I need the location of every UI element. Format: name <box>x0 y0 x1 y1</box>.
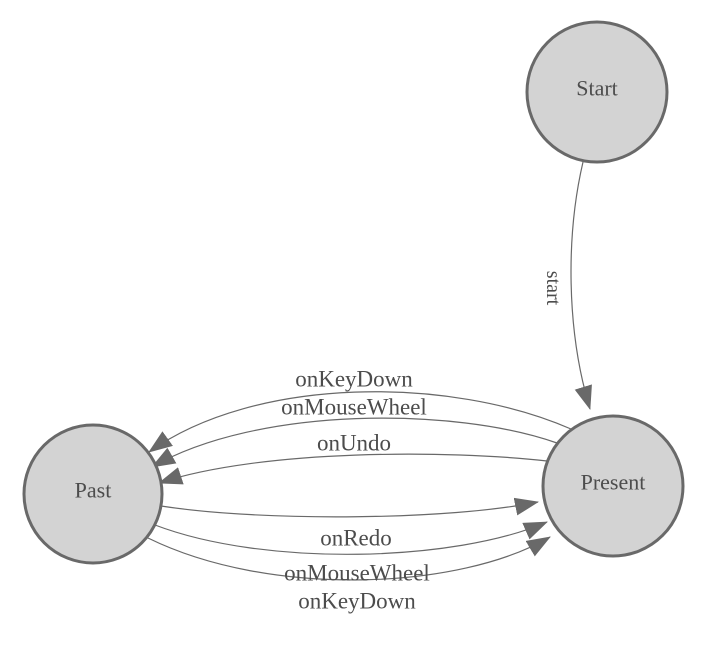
node-past-label: Past <box>75 478 112 503</box>
edge-present-to-past-onmousewheel[interactable] <box>151 417 558 468</box>
node-present[interactable]: Present <box>541 414 685 558</box>
edge-label-onundo: onUndo <box>317 431 391 456</box>
edges-layer <box>147 161 592 581</box>
edge-label-start: start <box>542 271 564 306</box>
edge-start-to-present[interactable] <box>570 161 592 410</box>
edge-label-onkeydown-top: onKeyDown <box>295 367 413 392</box>
edge-present-to-past-onundo[interactable] <box>158 453 548 485</box>
edge-label-onmousewheel-bottom: onMouseWheel <box>284 561 430 586</box>
node-start[interactable]: Start <box>525 20 669 164</box>
edge-label-onkeydown-bottom: onKeyDown <box>298 589 416 614</box>
edge-past-to-present-onkeydown[interactable] <box>147 536 551 581</box>
node-present-circle[interactable] <box>541 414 685 558</box>
edge-label-onredo: onRedo <box>320 526 392 551</box>
edge-labels-layer: start onKeyDown onMouseWheel onUndo onRe… <box>281 271 564 614</box>
node-start-circle[interactable] <box>525 20 669 164</box>
edge-past-to-present-onmousewheel[interactable] <box>154 521 548 555</box>
node-present-label: Present <box>581 470 646 495</box>
node-start-label: Start <box>576 76 618 101</box>
node-past-circle[interactable] <box>22 423 164 565</box>
edge-label-onmousewheel-top: onMouseWheel <box>281 395 427 420</box>
edge-past-to-present-onredo[interactable] <box>160 497 539 518</box>
edge-present-to-past-onkeydown[interactable] <box>148 391 572 453</box>
node-past[interactable]: Past <box>22 423 164 565</box>
